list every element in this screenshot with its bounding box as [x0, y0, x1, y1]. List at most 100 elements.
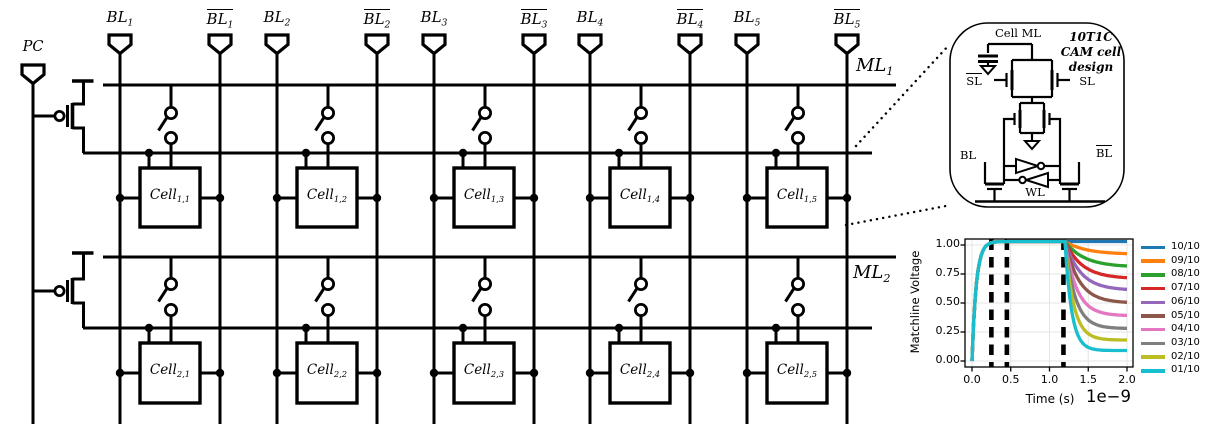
switch-terminal [634, 276, 649, 291]
bound-text: 1 [886, 65, 894, 79]
switch-terminal [320, 276, 335, 291]
bound-text: 2,3 [490, 369, 505, 380]
chart-ytick-label: 0.00 [926, 353, 961, 367]
pmos-drain-wire [72, 126, 85, 153]
switch-arm [784, 287, 796, 303]
switch-arm [314, 287, 326, 303]
pmos-source-wire [72, 253, 85, 281]
bound-text: 5 [754, 17, 761, 29]
bound-text: 1 [227, 19, 234, 31]
bound-text: 2.0 [1118, 373, 1136, 386]
bound-text: 2 [284, 17, 291, 29]
bound-text: BL [263, 8, 285, 26]
chart-ytick-label: 1.00 [926, 237, 961, 251]
bound-text: ML [853, 262, 884, 283]
legend-swatch [1141, 341, 1165, 346]
cell-label: Cell2,5 [767, 362, 827, 380]
junction-dot [842, 193, 852, 203]
bound-text: Cell [776, 186, 804, 203]
overline-wrap: BL5 [833, 9, 861, 30]
junction-dot [585, 368, 595, 378]
junction-dot [115, 368, 125, 378]
inset-blbar-label: BL [1091, 145, 1117, 160]
chart-xtick-label: 1.0 [1034, 373, 1066, 387]
bitline-pad [107, 33, 133, 56]
junction-dot [842, 368, 852, 378]
inverter-triangle [1015, 157, 1042, 175]
switch-arm [471, 287, 483, 303]
legend-label: 05/10 [1171, 310, 1200, 322]
bound-text: 1,4 [646, 193, 661, 204]
chart-curve-01-10 [970, 239, 1128, 362]
chart-axis-offset-label: 1e−9 [1086, 387, 1138, 407]
junction-dot [529, 193, 539, 203]
pmos-gate-bubble [53, 110, 66, 123]
bound-text: 3 [441, 17, 448, 29]
legend-swatch [1141, 259, 1165, 263]
inverter-triangle [1022, 171, 1049, 189]
junction-dot [272, 193, 282, 203]
bitline-label: BL3 [502, 9, 566, 30]
bound-text: BL [833, 9, 855, 28]
pc-label: PC [18, 39, 48, 56]
overline-wrap: BL1 [206, 9, 234, 31]
junction-dot [614, 148, 624, 158]
bitline-pad [734, 33, 760, 56]
legend-label: 01/10 [1171, 364, 1200, 376]
ground-arrow [1022, 140, 1042, 151]
plain-wrap: BL3 [421, 8, 448, 29]
bitline-label: BL1 [88, 8, 152, 29]
inset-wire [1049, 117, 1062, 160]
junction-dot [372, 193, 382, 203]
overline-wrap: SL [966, 73, 982, 87]
bitline-pad [207, 33, 233, 56]
legend-label: 02/10 [1171, 351, 1200, 363]
inset-bl-label: BL [955, 148, 981, 162]
legend-swatch [1141, 314, 1165, 318]
junction-dot [529, 368, 539, 378]
cell-box [138, 166, 202, 229]
junction-dot [458, 323, 468, 333]
chart-xtick-label: 1.5 [1072, 373, 1104, 387]
legend-swatch [1141, 273, 1165, 277]
cell-label: Cell1,4 [610, 187, 670, 205]
bound-text: Cell [149, 362, 177, 378]
bitline-pad [264, 33, 290, 56]
cell-box [295, 341, 359, 405]
switch-terminal [791, 130, 806, 145]
switch-arm [627, 287, 639, 303]
junction-dot [742, 193, 752, 203]
bound-text: PC [22, 39, 44, 55]
bound-text: 03/10 [1171, 336, 1200, 348]
junction-dot [215, 368, 225, 378]
switch-terminal [791, 276, 806, 291]
chart-ytick-label: 0.75 [926, 266, 961, 280]
cell-box [452, 166, 516, 229]
cell-label: Cell2,3 [454, 362, 514, 380]
bound-text: 1e−9 [1086, 387, 1131, 406]
bound-text: 0.00 [935, 353, 961, 366]
bitline-label: BL4 [558, 8, 622, 29]
bitline-pad [421, 33, 447, 56]
chart-ytick-label: 0.25 [926, 324, 961, 338]
bound-text: 0.25 [935, 324, 961, 337]
bitline-label: BL5 [715, 8, 779, 29]
bound-text: Matchline Voltage [908, 250, 922, 354]
bitline-pad [521, 33, 547, 56]
legend-swatch [1141, 327, 1165, 332]
bound-text: BL [676, 9, 698, 28]
bound-text: Cell [306, 186, 334, 203]
switch-arm [314, 116, 326, 132]
bitline-label: BL2 [345, 9, 409, 30]
bitline-pad [834, 33, 860, 56]
bound-text: Cell [463, 362, 491, 378]
legend-swatch [1141, 369, 1165, 373]
switch-arm [157, 116, 169, 132]
junction-dot [301, 148, 311, 158]
bound-text: BL [106, 8, 128, 26]
bitline-label: BL4 [658, 9, 722, 30]
cell-box [608, 166, 672, 229]
bound-text: Cell [463, 186, 491, 203]
switch-terminal [163, 106, 178, 121]
